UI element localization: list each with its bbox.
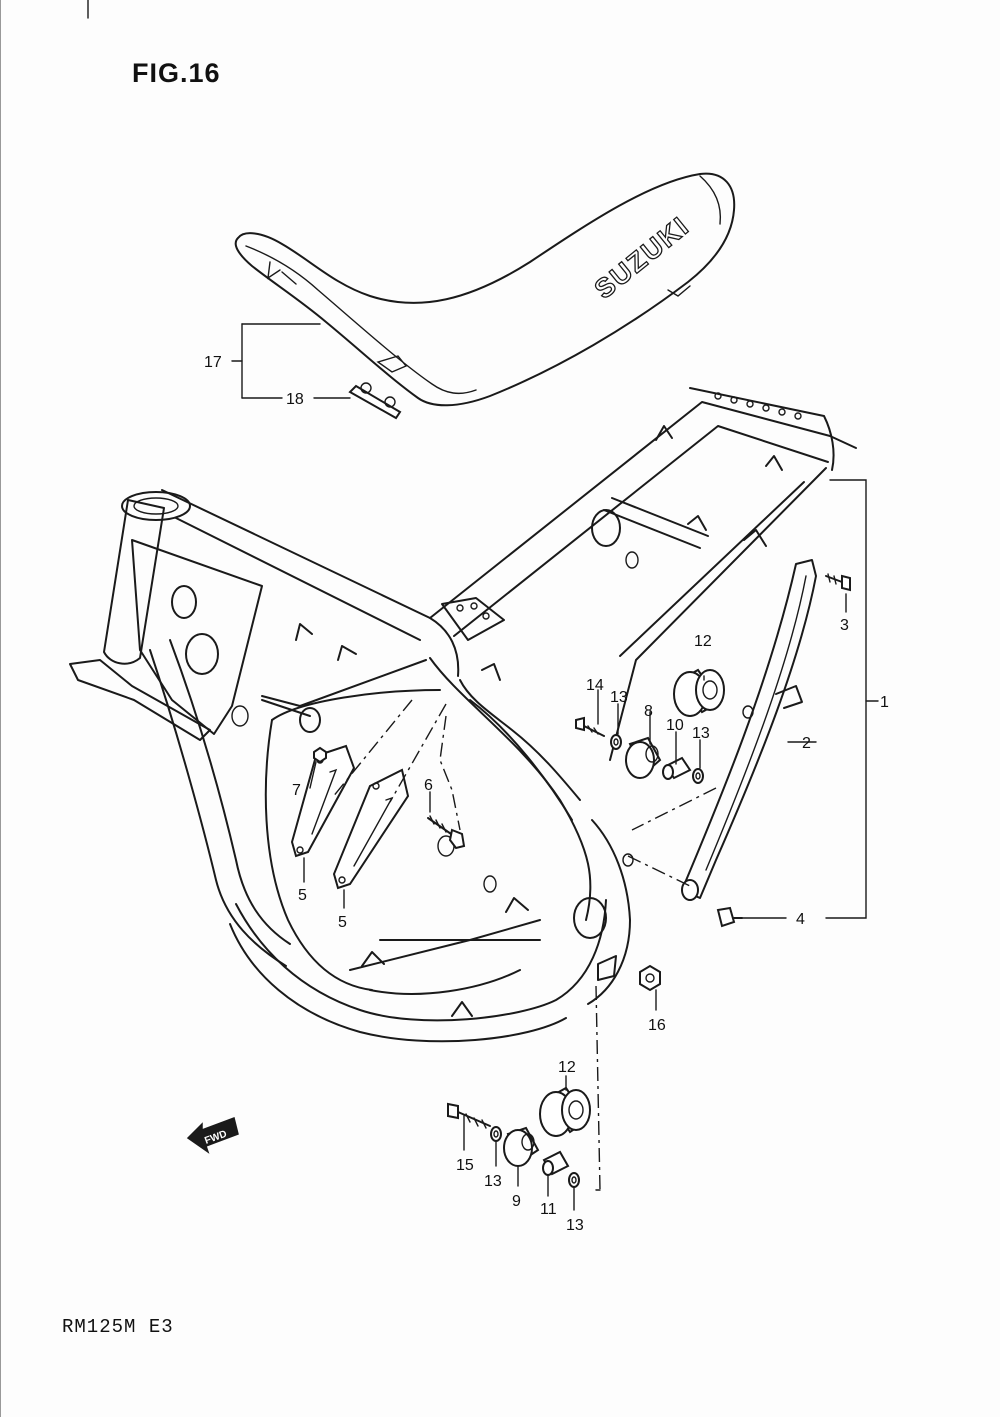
nut-7 [313, 746, 327, 764]
callout-12a: 12 [694, 633, 712, 650]
assembly-center-lines [331, 699, 717, 1191]
bolt-4 [716, 906, 743, 928]
callout-17: 17 [204, 354, 222, 371]
nut-16 [639, 964, 661, 992]
washer-13c [490, 1126, 502, 1142]
bolt-14 [575, 716, 605, 737]
bushing-8 [625, 736, 662, 779]
rubber-cushion-12a [673, 668, 725, 717]
callout-8: 8 [644, 703, 653, 720]
callout-13c: 13 [484, 1173, 502, 1190]
collar-11 [542, 1150, 570, 1176]
bolt-3 [825, 573, 851, 592]
seat: SUZUKI [234, 172, 736, 407]
callout-3: 3 [840, 617, 849, 634]
bushing-9 [503, 1126, 540, 1167]
frame-stay-2 [681, 559, 817, 901]
forward-direction-arrow: FWD [186, 1117, 239, 1154]
callout-18: 18 [286, 391, 304, 408]
washer-13a [610, 734, 622, 750]
callout-12b: 12 [558, 1059, 576, 1076]
engine-mount-bracket-right [332, 768, 410, 890]
leader-lines [231, 323, 879, 1211]
callout-2: 2 [802, 735, 811, 752]
figure-title: FIG.16 [132, 58, 221, 88]
washer-13b [692, 768, 704, 784]
main-frame [69, 387, 857, 1043]
callout-1: 1 [880, 694, 889, 711]
callout-7: 7 [292, 782, 301, 799]
callout-6: 6 [424, 777, 433, 794]
bolt-15 [447, 1102, 491, 1129]
callout-13a: 13 [610, 689, 628, 706]
callout-13b: 13 [692, 725, 710, 742]
seat-clip [348, 382, 402, 420]
callout-9: 9 [512, 1193, 521, 1210]
model-code: RM125M E3 [62, 1316, 174, 1338]
callout-15: 15 [456, 1157, 474, 1174]
callout-14: 14 [586, 677, 604, 694]
callout-11: 11 [540, 1201, 557, 1218]
callout-4: 4 [796, 911, 805, 928]
callout-5b: 5 [338, 914, 347, 931]
callout-13d: 13 [566, 1217, 584, 1234]
bolt-6 [427, 815, 466, 850]
rubber-cushion-12b [539, 1086, 591, 1137]
callout-10: 10 [666, 717, 684, 734]
callout-numbers: 1 2 3 4 5 5 6 7 8 9 10 11 12 12 13 13 13… [204, 354, 889, 1234]
callout-5a: 5 [298, 887, 307, 904]
washer-13d [568, 1172, 580, 1188]
callout-16: 16 [648, 1017, 666, 1034]
engine-mount-bracket-left [290, 744, 356, 858]
seat-brand-text: SUZUKI [589, 211, 695, 305]
